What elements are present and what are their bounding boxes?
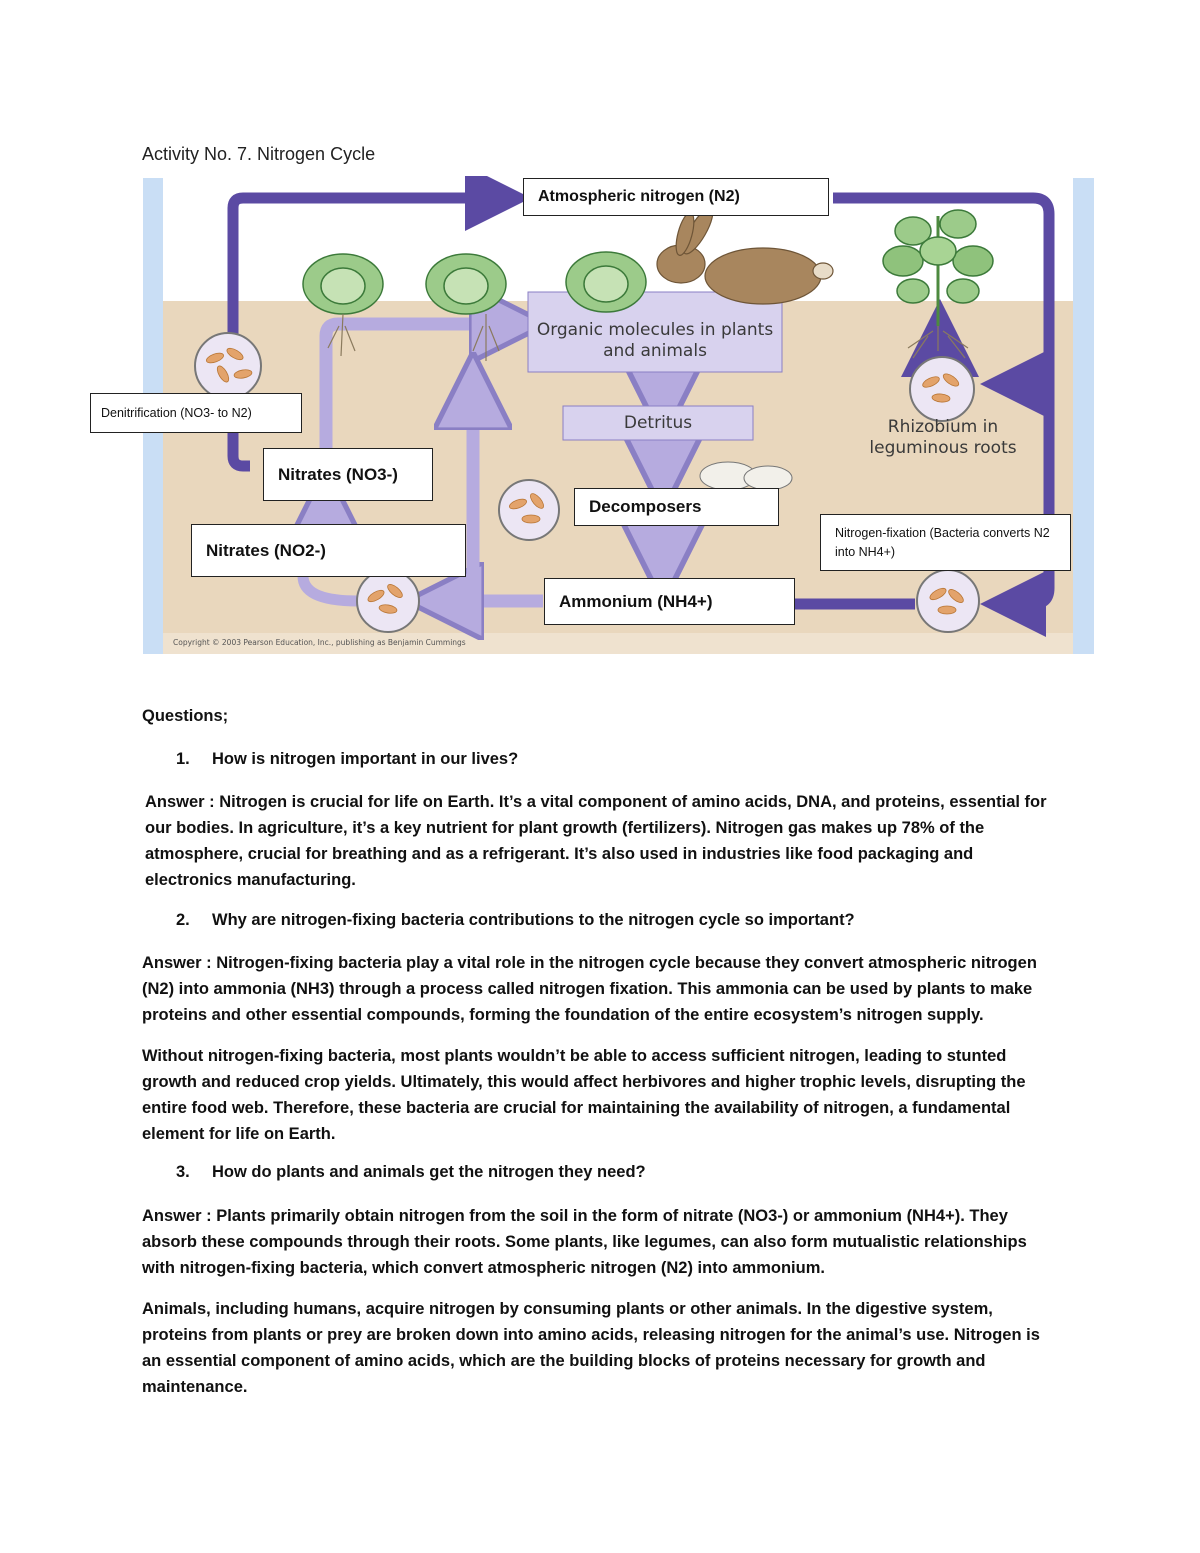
question-number: 3. xyxy=(176,1163,190,1181)
question-1: 1. How is nitrogen important in our lives… xyxy=(176,750,518,769)
decomposers-label: Decomposers xyxy=(574,488,779,526)
page-title: Activity No. 7. Nitrogen Cycle xyxy=(142,144,376,164)
cabbage-plants xyxy=(302,251,647,315)
question-number: 1. xyxy=(176,750,190,768)
question-text: Why are nitrogen-fixing bacteria contrib… xyxy=(212,911,855,929)
atmosphere-to-fixation-arrow xyxy=(833,192,1055,637)
nitrates-to-plants-arrow xyxy=(319,324,508,466)
denitrification-label: Denitrification (NO3- to N2) xyxy=(90,393,302,433)
answer-2-paragraph-2: Without nitrogen-fixing bacteria, most p… xyxy=(142,1047,1026,1143)
nitrogen-fixation-label: Nitrogen-fixation (Bacteria converts N2 … xyxy=(820,514,1071,571)
legume-plant xyxy=(882,209,994,326)
questions-heading: Questions; xyxy=(142,707,229,725)
rhizobium-label: Rhizobium in leguminous roots xyxy=(869,417,1017,458)
organic-molecules-label: Organic molecules in plants and animals xyxy=(536,320,774,361)
question-text: How do plants and animals get the nitrog… xyxy=(212,1163,646,1181)
mushrooms xyxy=(699,461,793,491)
question-3: 3. How do plants and animals get the nitr… xyxy=(176,1163,646,1182)
denitrification-arrow xyxy=(227,176,531,472)
nitrogen-cycle-diagram: Organic molecules in plants and animals … xyxy=(90,176,1094,656)
answer-3-paragraph-2: Animals, including humans, acquire nitro… xyxy=(142,1300,1040,1396)
answer-3-paragraph-1: Answer : Plants primarily obtain nitroge… xyxy=(142,1207,1027,1277)
detritus-label: Detritus xyxy=(623,413,693,433)
copyright-label: Copyright © 2003 Pearson Education, Inc.… xyxy=(173,638,466,647)
cabbage-roots xyxy=(327,313,500,361)
rabbit xyxy=(656,207,834,305)
nitrates-no2-label: Nitrates (NO2-) xyxy=(191,524,466,577)
question-text: How is nitrogen important in our lives? xyxy=(212,750,519,768)
right-side-bar xyxy=(1073,178,1094,654)
organic-molecules-box xyxy=(527,291,783,373)
atmospheric-nitrogen-label: Atmospheric nitrogen (N2) xyxy=(523,178,829,216)
answer-2-paragraph-1: Answer : Nitrogen-fixing bacteria play a… xyxy=(142,954,1037,1024)
detritus-box xyxy=(562,405,754,441)
nitrates-no3-label: Nitrates (NO3-) xyxy=(263,448,433,501)
question-2: 2. Why are nitrogen-fixing bacteria contr… xyxy=(176,911,855,930)
legume-roots xyxy=(907,326,969,359)
ammonium-label: Ammonium (NH4+) xyxy=(544,578,795,625)
question-number: 2. xyxy=(176,911,190,929)
bacteria-circle-left xyxy=(194,332,980,633)
answer-1-paragraph: Answer : Nitrogen is crucial for life on… xyxy=(145,793,1047,889)
